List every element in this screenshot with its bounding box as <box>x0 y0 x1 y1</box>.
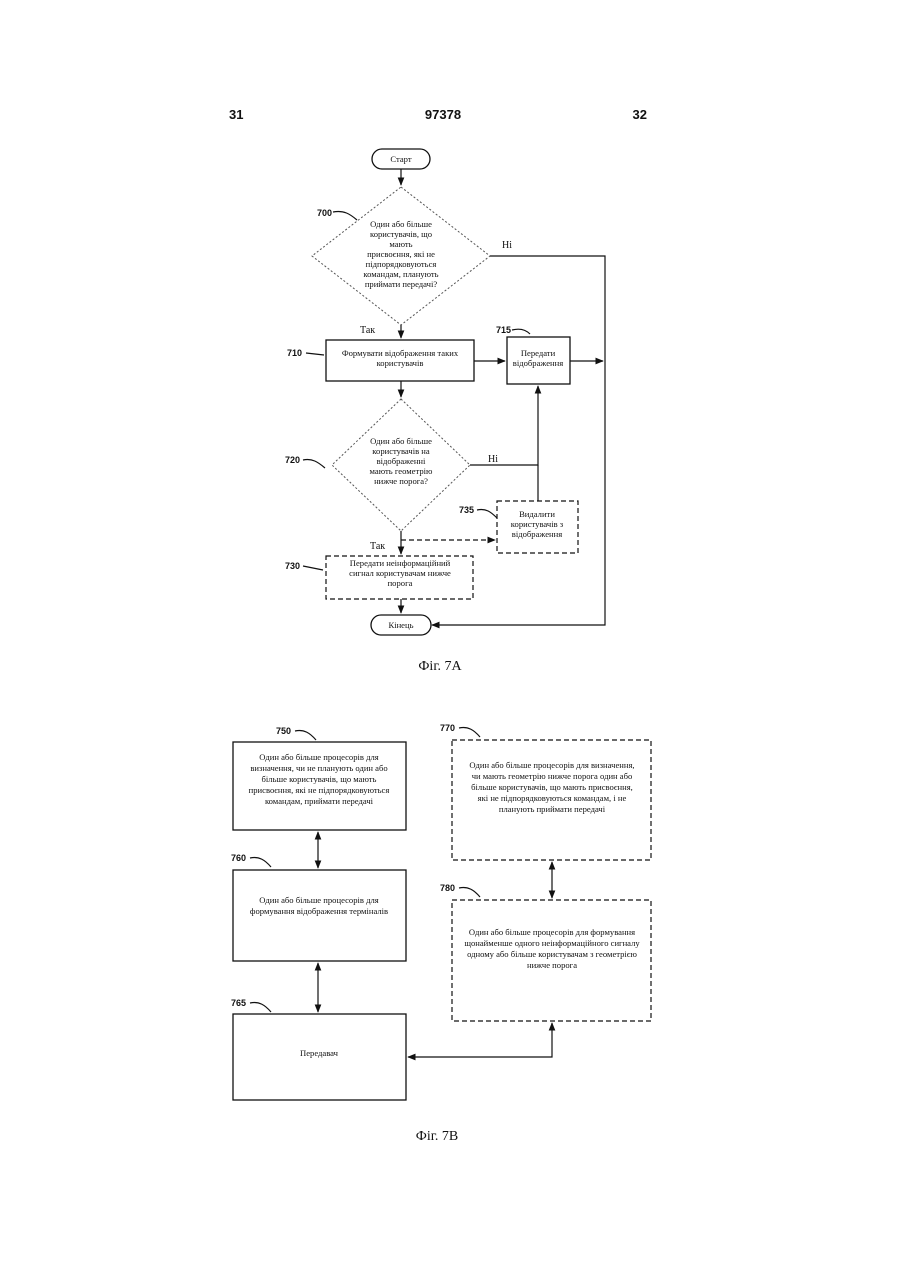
text-line: присвоєння, які не <box>367 249 435 259</box>
end-label: Кінець <box>388 620 413 630</box>
text-line: користувачів <box>377 358 424 368</box>
no-label-720: Ні <box>488 454 498 465</box>
text-line: командам, приймати передачі <box>265 796 374 806</box>
ref-750: 750 <box>276 726 291 736</box>
leader-720 <box>303 459 325 468</box>
decision-700-text: Один або більшекористувачів, щомаютьприс… <box>363 219 438 289</box>
ref-760: 760 <box>231 853 246 863</box>
connector-700-no-end <box>432 256 605 625</box>
ref-710: 710 <box>287 348 302 358</box>
text-line: які не підпорядковуються командам, і не <box>478 793 627 803</box>
leader-730 <box>303 566 323 570</box>
text-line: більше користувачів, що мають присвоєння… <box>471 782 633 792</box>
leader-780 <box>459 887 480 897</box>
text-line: користувачів з <box>511 519 564 529</box>
text-line: Один або більше процесорів для формуванн… <box>469 927 635 937</box>
text-line: нижче порога? <box>374 476 428 486</box>
text-line: Передати <box>521 348 556 358</box>
text-line: присвоєння, які не підпорядковуються <box>249 785 390 795</box>
text-line: визначення, чи не планують один або <box>250 763 387 773</box>
text-line: приймати передачі? <box>365 279 438 289</box>
text-line: планують приймати передачі <box>499 804 606 814</box>
text-line: більше користувачів, що мають <box>262 774 377 784</box>
ref-730: 730 <box>285 561 300 571</box>
module-750-text: Один або більше процесорів длявизначення… <box>249 752 390 806</box>
text-line: Один або більше <box>370 436 432 446</box>
page-number-left: 31 <box>229 107 243 122</box>
ref-715: 715 <box>496 325 511 335</box>
text-line: Один або більше процесорів для визначенн… <box>469 760 634 770</box>
text-line: відображення <box>512 529 562 539</box>
text-line: мають <box>389 239 412 249</box>
text-line: користувачів на <box>372 446 430 456</box>
no-label-700: Ні <box>502 240 512 251</box>
text-line: порога <box>388 578 413 588</box>
process-710-text: Формувати відображення такихкористувачів <box>342 348 459 368</box>
text-line: сигнал користувачам нижче <box>349 568 451 578</box>
yes-label-700: Так <box>360 325 375 336</box>
connector-765-780 <box>408 1023 552 1057</box>
process-730-text: Передати неінформаційнийсигнал користува… <box>349 558 451 588</box>
text-line: підпорядковуються <box>366 259 437 269</box>
text-line: мають геометрію <box>370 466 433 476</box>
ref-700: 700 <box>317 208 332 218</box>
ref-770: 770 <box>440 723 455 733</box>
text-line: Один або більше <box>370 219 432 229</box>
leader-770 <box>459 727 480 737</box>
text-line: Один або більше процесорів для <box>259 752 378 762</box>
leader-735 <box>477 509 497 518</box>
leader-710 <box>306 353 324 355</box>
module-760-text: Один або більше процесорів дляформування… <box>250 895 388 916</box>
start-label: Старт <box>390 154 411 164</box>
text-line: щонайменше одного неінформаційного сигна… <box>464 938 640 948</box>
decision-720-text: Один або більшекористувачів навідображен… <box>370 436 433 486</box>
patent-number: 97378 <box>425 107 461 122</box>
text-line: чи мають геометрію нижче порога один або <box>472 771 633 781</box>
text-line: відображення <box>513 358 563 368</box>
ref-735: 735 <box>459 505 474 515</box>
process-715-text: Передативідображення <box>513 348 563 368</box>
leader-765 <box>250 1002 271 1012</box>
text-line: нижче порога <box>527 960 577 970</box>
leader-750 <box>295 730 316 740</box>
connector-720-no-715 <box>470 386 538 465</box>
page-number-right: 32 <box>633 107 647 122</box>
yes-label-720: Так <box>370 541 385 552</box>
text-line: Формувати відображення таких <box>342 348 459 358</box>
text-line: формування відображення терміналів <box>250 906 388 916</box>
text-line: Передати неінформаційний <box>350 558 451 568</box>
process-735-text: Видалитикористувачів звідображення <box>511 509 564 539</box>
leader-700 <box>333 211 357 220</box>
ref-780: 780 <box>440 883 455 893</box>
text-line: командам, планують <box>363 269 438 279</box>
ref-765: 765 <box>231 998 246 1008</box>
module-770-text: Один або більше процесорів для визначенн… <box>469 760 634 814</box>
figure-caption-7b: Фіг. 7В <box>416 1129 458 1144</box>
text-line: відображенні <box>377 456 426 466</box>
text-line: Передавач <box>300 1048 339 1058</box>
module-780-text: Один або більше процесорів для формуванн… <box>464 927 640 970</box>
text-line: користувачів, що <box>370 229 432 239</box>
text-line: Один або більше процесорів для <box>259 895 378 905</box>
figure-caption-7a: Фіг. 7А <box>418 659 462 674</box>
text-line: Видалити <box>519 509 555 519</box>
module-765-text: Передавач <box>300 1048 339 1058</box>
ref-720: 720 <box>285 455 300 465</box>
leader-760 <box>250 857 271 867</box>
text-line: одному або більше користувачам з геометр… <box>467 949 637 959</box>
leader-715 <box>512 329 530 334</box>
